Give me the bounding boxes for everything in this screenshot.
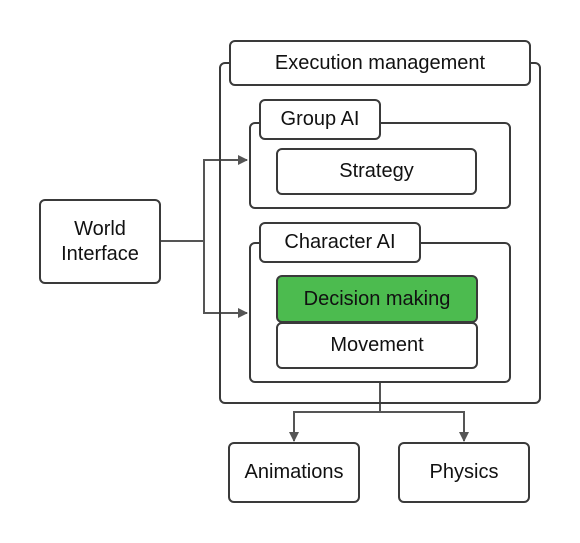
world-interface-box: World Interface [39, 199, 161, 284]
movement-box: Movement [276, 322, 478, 369]
strategy-box: Strategy [276, 148, 477, 195]
physics-box: Physics [398, 442, 530, 503]
character-ai-label: Character AI [259, 222, 421, 263]
decision-making-box: Decision making [276, 275, 478, 323]
connector-execution-to-physics [379, 383, 469, 442]
execution-management-label: Execution management [229, 40, 531, 86]
connector-world-to-character-ai [160, 240, 248, 318]
animations-box: Animations [228, 442, 360, 503]
world-interface-label-line2: Interface [61, 242, 139, 265]
group-ai-label: Group AI [259, 99, 381, 140]
world-interface-label-line1: World [74, 217, 126, 240]
